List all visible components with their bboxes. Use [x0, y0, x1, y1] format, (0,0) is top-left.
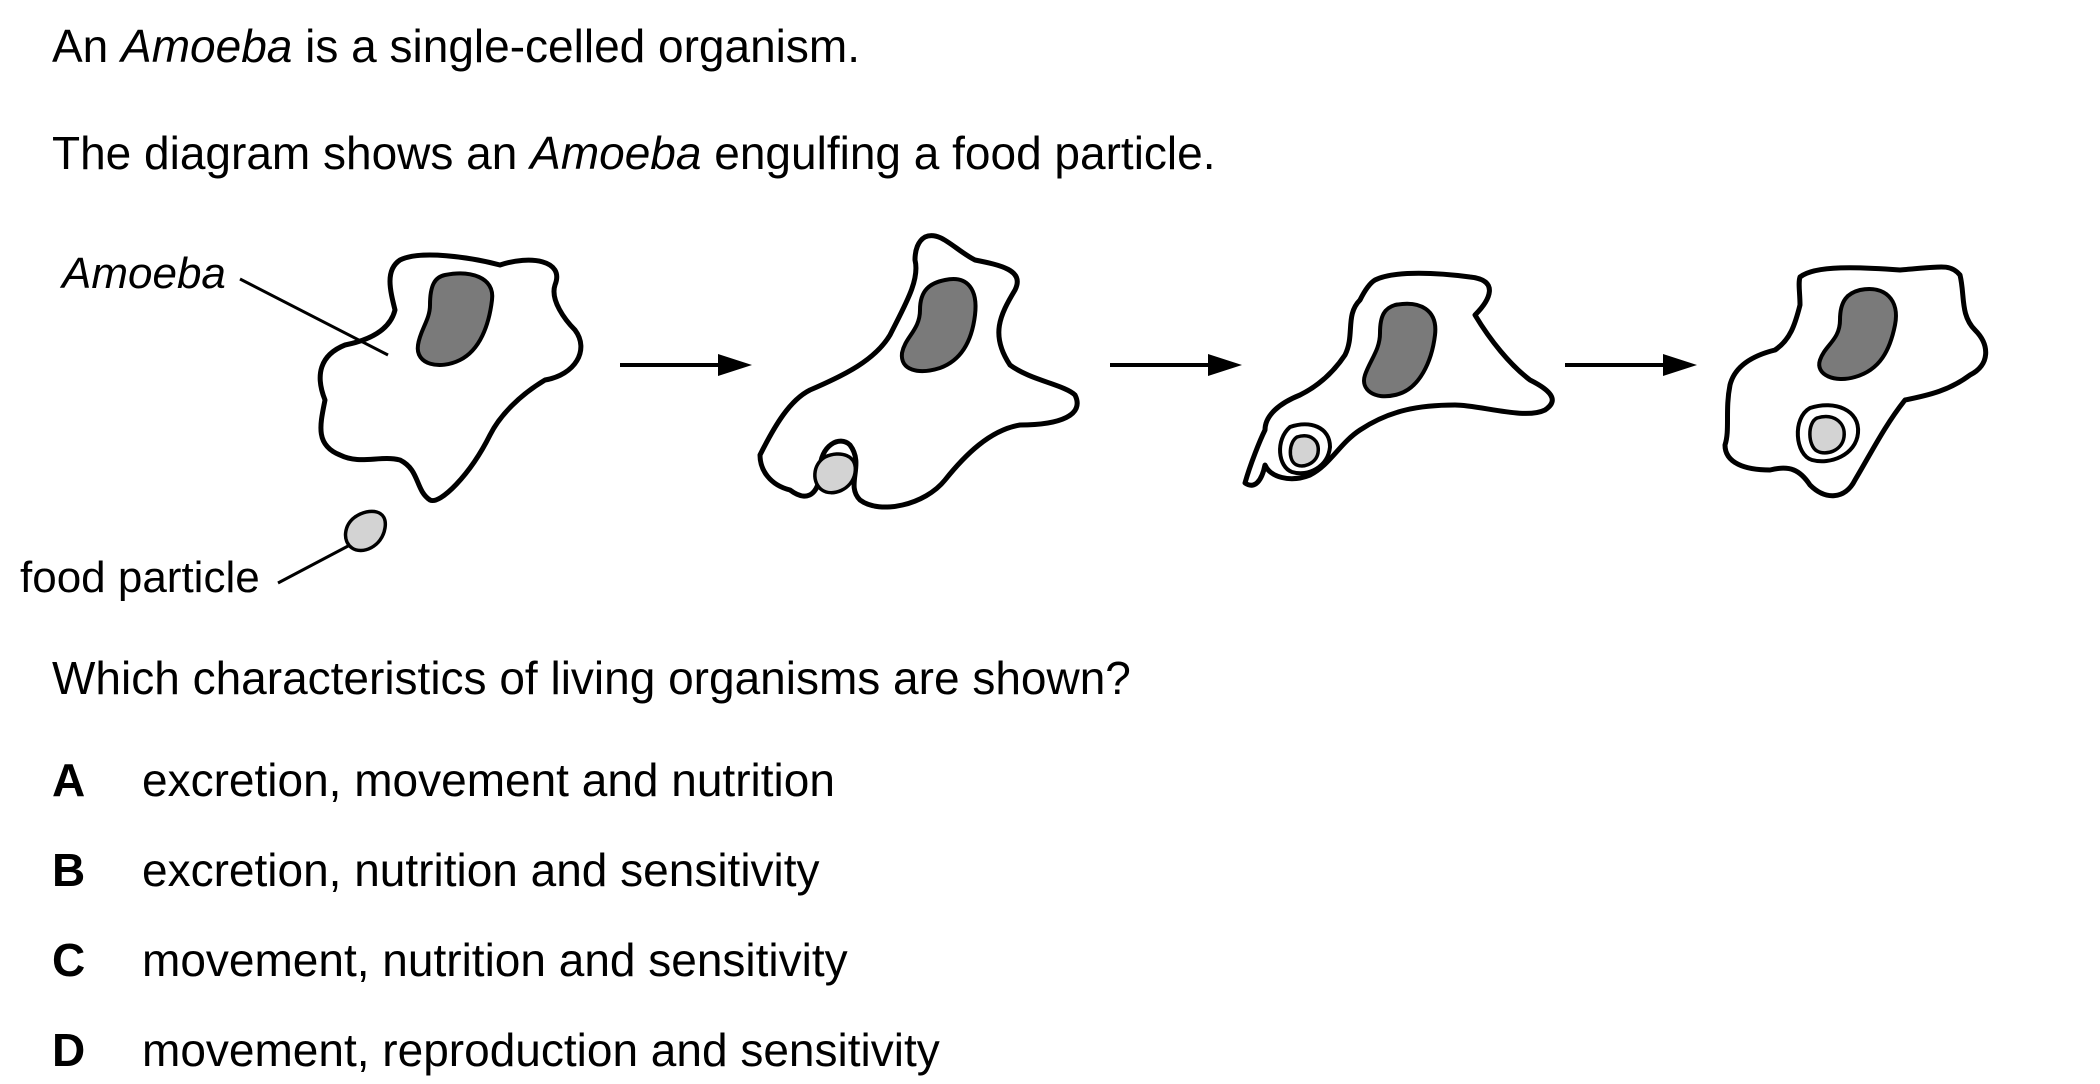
amoeba-cell-1 — [317, 252, 584, 503]
option-text: excretion, nutrition and sensitivity — [142, 844, 820, 896]
nucleus-4 — [1817, 287, 1898, 381]
amoeba-stage-2 — [757, 233, 1080, 510]
food-particle-label-leader — [277, 543, 351, 585]
amoeba-engulfing-diagram: Amoeba food particle — [20, 233, 1989, 602]
amoeba-label-leader — [239, 277, 389, 357]
option-text: excretion, movement and nutrition — [142, 754, 835, 806]
nucleus-2 — [899, 277, 978, 373]
nucleus-3 — [1362, 301, 1438, 399]
amoeba-stage-4 — [1722, 264, 1989, 499]
option-letter: A — [52, 754, 86, 806]
option-text: movement, reproduction and sensitivity — [142, 1024, 940, 1076]
option-letter: D — [52, 1024, 86, 1076]
food-particle-2 — [813, 452, 857, 495]
option-text: movement, nutrition and sensitivity — [142, 934, 848, 986]
arrow-1 — [620, 354, 752, 376]
amoeba-stage-1 — [317, 252, 584, 553]
food-particle-4 — [1808, 415, 1846, 455]
question-text: Which characteristics of living organism… — [52, 652, 1131, 704]
intro-2-end: engulfing a food particle. — [701, 127, 1216, 179]
nucleus-1 — [415, 271, 495, 367]
option-b[interactable]: B excretion, nutrition and sensitivity — [52, 842, 1552, 898]
food-particle-1 — [343, 509, 387, 553]
arrow-3 — [1565, 354, 1697, 376]
option-letter: B — [52, 844, 86, 896]
intro-2-start: The diagram shows an — [52, 127, 531, 179]
intro-1-amoeba: Amoeba — [121, 20, 293, 72]
option-d[interactable]: D movement, reproduction and sensitivity — [52, 1022, 1552, 1078]
intro-1-end: is a single-celled organism. — [292, 20, 860, 72]
food-particle-label: food particle — [20, 553, 260, 602]
intro-2-amoeba: Amoeba — [530, 127, 702, 179]
food-particle-3 — [1288, 434, 1320, 468]
amoeba-label: Amoeba — [59, 249, 226, 298]
arrow-2 — [1110, 354, 1242, 376]
option-letter: C — [52, 934, 86, 986]
option-a[interactable]: A excretion, movement and nutrition — [52, 752, 1552, 808]
intro-sentence-1: An Amoeba is a single-celled organism. — [52, 18, 860, 74]
intro-sentence-2: The diagram shows an Amoeba engulfing a … — [52, 125, 1216, 181]
amoeba-stage-3 — [1242, 270, 1555, 488]
intro-1-start: An — [52, 20, 122, 72]
amoeba-cell-4 — [1722, 264, 1989, 499]
option-c[interactable]: C movement, nutrition and sensitivity — [52, 932, 1552, 988]
